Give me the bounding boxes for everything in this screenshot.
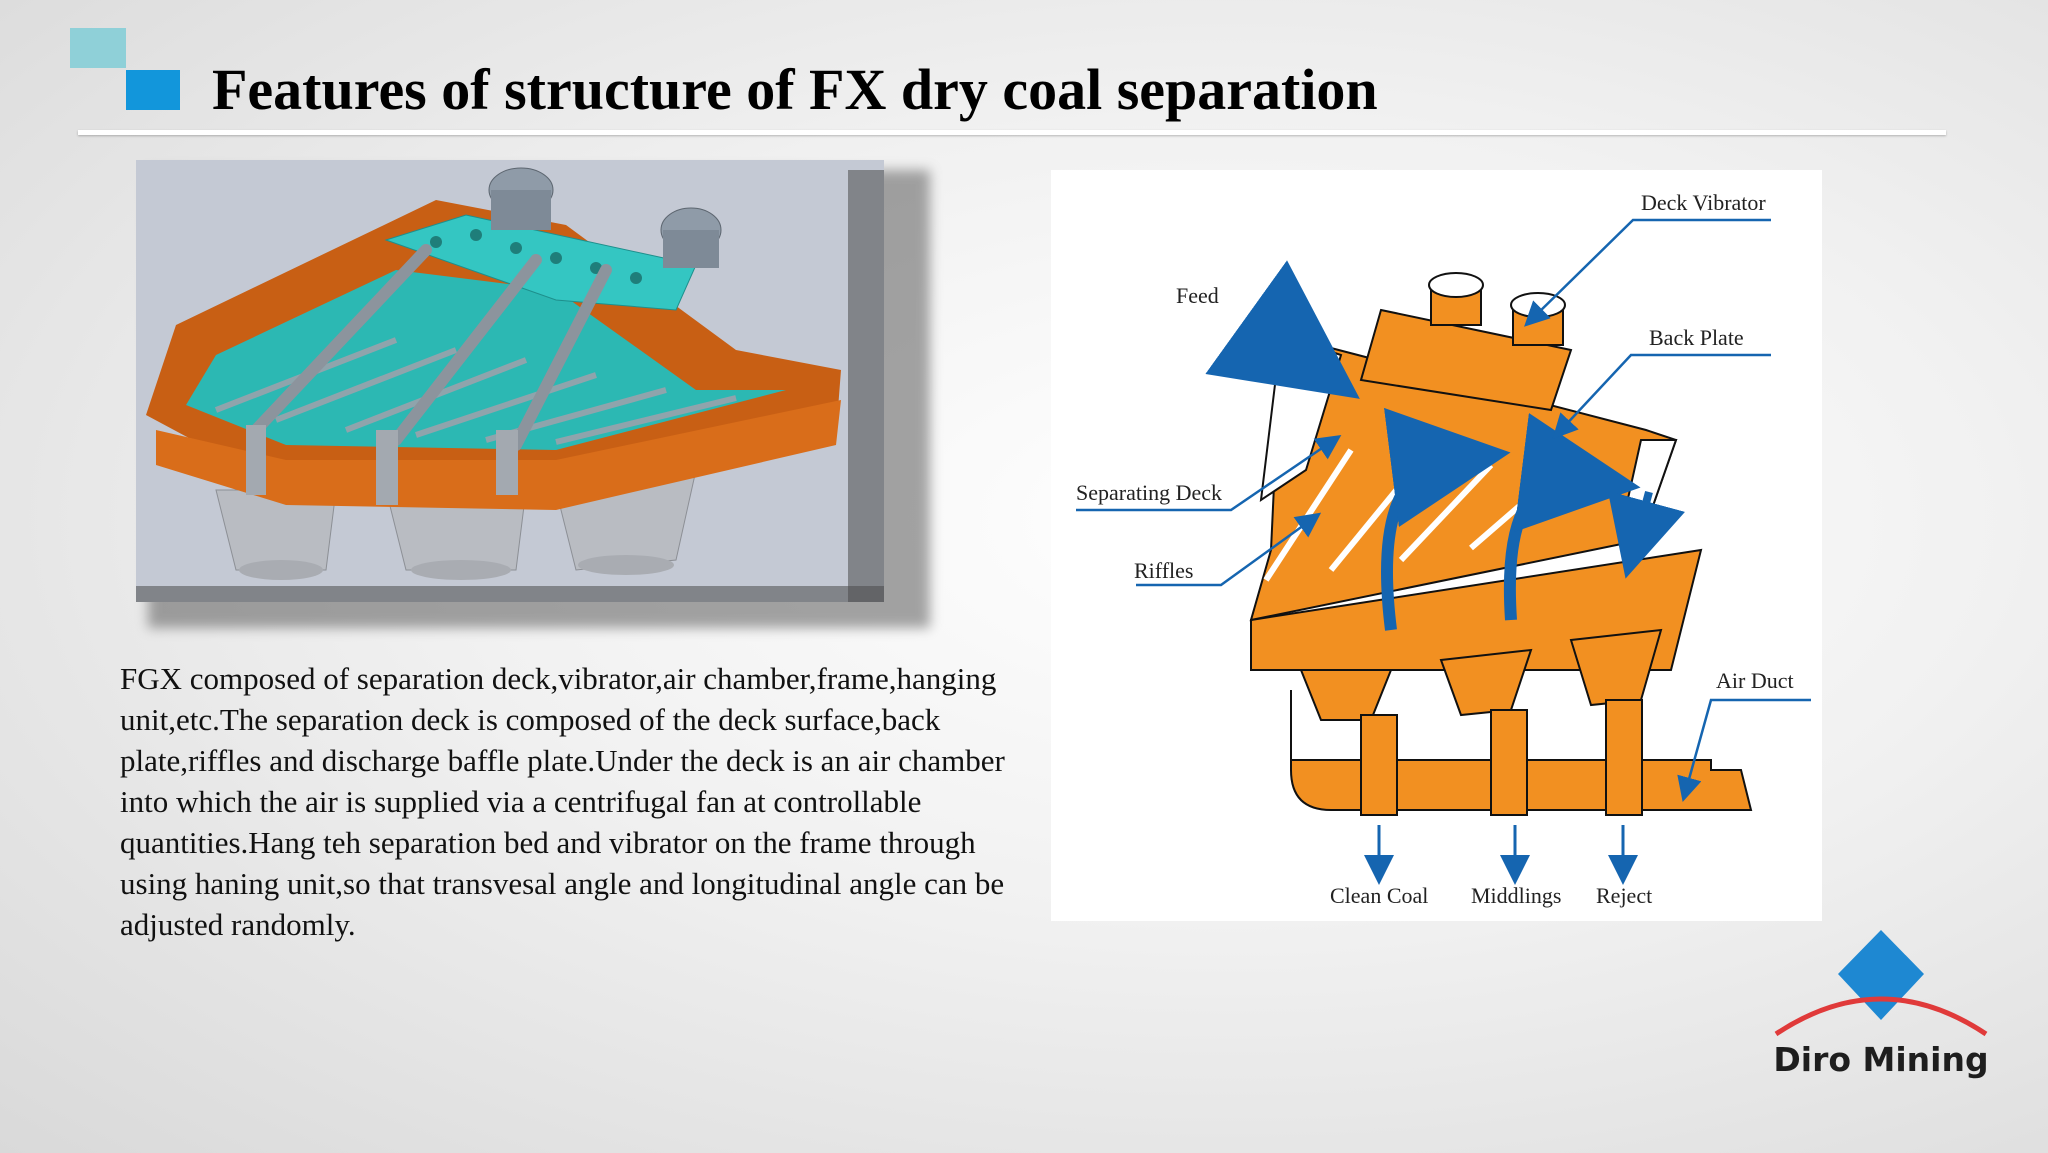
label-clean-coal: Clean Coal xyxy=(1330,883,1428,908)
separator-3d-render xyxy=(136,160,884,602)
label-riffles: Riffles xyxy=(1134,558,1193,583)
slide-title: Features of structure of FX dry coal sep… xyxy=(212,57,1378,122)
label-back-plate: Back Plate xyxy=(1649,325,1744,350)
label-middlings: Middlings xyxy=(1471,883,1561,908)
separator-diagram: Deck Vibrator Feed Back Plate Separating… xyxy=(1051,170,1822,921)
title-divider xyxy=(78,130,1946,135)
label-air-duct: Air Duct xyxy=(1716,668,1794,693)
description-paragraph: FGX composed of separation deck,vibrator… xyxy=(120,661,1005,942)
diro-mining-logo-icon xyxy=(1774,930,1988,1037)
decor-square-light xyxy=(70,28,126,68)
decor-square-blue xyxy=(126,70,180,110)
label-separating-deck: Separating Deck xyxy=(1076,480,1222,505)
label-deck-vibrator: Deck Vibrator xyxy=(1641,190,1766,215)
label-feed: Feed xyxy=(1176,283,1219,308)
logo-name: Diro Mining xyxy=(1773,1040,1989,1079)
label-reject: Reject xyxy=(1596,883,1652,908)
